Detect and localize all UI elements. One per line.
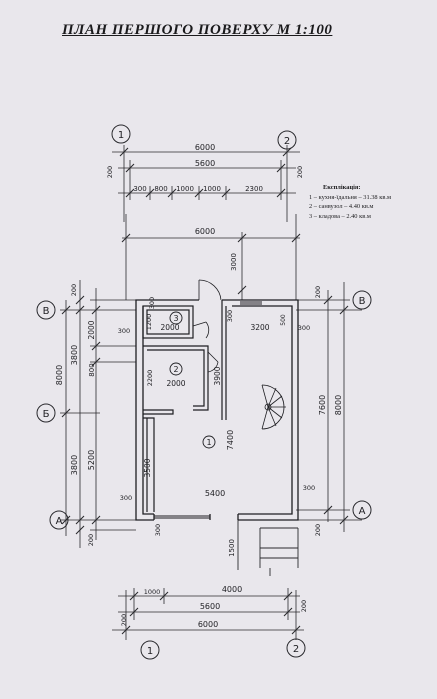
dimension-label: 800 xyxy=(154,185,167,193)
dimension-label: 2000 xyxy=(160,323,179,332)
exterior-walls xyxy=(135,299,299,521)
axis-label: В xyxy=(359,296,366,307)
dimension-label: 1000 xyxy=(203,185,221,193)
top-dimension-lines xyxy=(112,145,300,222)
dimension-label: 5400 xyxy=(205,489,225,498)
dimension-label: 300 xyxy=(120,494,132,502)
front-steps xyxy=(237,520,299,576)
axis-label: 2 xyxy=(284,136,290,147)
legend-item: 1 – кухня-їдальня – 31.38 кв.м xyxy=(309,193,391,201)
room-marker-3 xyxy=(169,311,183,325)
dimension-label: 5200 xyxy=(87,450,96,470)
storage-door xyxy=(192,321,210,339)
axis-label: В xyxy=(43,306,50,317)
dimension-label: 300 xyxy=(303,484,315,492)
dimension-label: 3800 xyxy=(70,455,79,475)
room-legend: Експлікація: 1 – кухня-їдальня – 31.38 к… xyxy=(309,183,431,221)
dimension-label: 2000 xyxy=(87,320,96,339)
dimension-label: 6000 xyxy=(195,143,215,152)
dimension-label: 6000 xyxy=(198,620,218,629)
top-dimension-ticks xyxy=(119,147,292,198)
axis-marker-2-bottom xyxy=(286,638,306,658)
bottom-dimension-ticks xyxy=(121,591,301,635)
axis-marker-v-left xyxy=(36,300,56,320)
axis-label: А xyxy=(359,506,366,517)
dimension-label: 8000 xyxy=(334,395,343,415)
dimension-label: 200 xyxy=(87,534,95,546)
legend-item: 3 – кладова – 2.40 кв.м xyxy=(309,212,371,220)
right-dimension-lines xyxy=(296,282,362,532)
axis-label: 1 xyxy=(147,646,153,657)
room-marker-1 xyxy=(202,435,216,449)
axis-marker-2-top xyxy=(277,130,297,150)
top-window xyxy=(240,301,262,305)
axis-marker-v-right xyxy=(352,290,372,310)
dimension-label: 4000 xyxy=(222,585,242,594)
upper-dimension-lines xyxy=(122,214,300,300)
dimension-label: 7600 xyxy=(318,395,327,415)
axis-marker-a-right xyxy=(352,500,372,520)
axis-marker-1-bottom xyxy=(140,640,160,660)
room-marker-2 xyxy=(169,362,183,376)
dimension-label: 3200 xyxy=(250,323,269,332)
left-dimension-lines xyxy=(60,280,136,548)
room-number: 1 xyxy=(206,438,211,447)
dimension-label: 200 xyxy=(120,614,128,626)
dimension-label: 200 xyxy=(296,166,304,178)
interior-walls xyxy=(142,300,227,512)
dimension-label: 3500 xyxy=(143,458,152,477)
dimension-label: 3900 xyxy=(213,366,222,385)
dimension-label: 2200 xyxy=(146,370,154,387)
dimension-label: 200 xyxy=(106,166,114,178)
right-dimension-ticks xyxy=(323,295,349,525)
axis-label: Б xyxy=(43,409,50,420)
dimension-label: 5600 xyxy=(200,602,220,611)
spiral-staircase xyxy=(261,384,286,430)
bathroom-door xyxy=(207,351,219,373)
axis-marker-b-left xyxy=(36,403,56,423)
entry-door xyxy=(198,279,222,301)
dimension-label: 300 xyxy=(133,185,146,193)
dimension-label: 1000 xyxy=(144,588,161,596)
dimension-label: 300 xyxy=(148,297,156,309)
plan-title: ПЛАН ПЕРШОГО ПОВЕРХУ М 1:100 xyxy=(62,22,333,38)
bottom-dimension-lines xyxy=(112,588,304,640)
dimension-label: 3800 xyxy=(70,345,79,365)
dimension-label: 500 xyxy=(280,314,287,326)
axis-marker-a-left xyxy=(49,510,69,530)
bottom-window xyxy=(154,515,210,519)
dimension-label: 200 xyxy=(300,600,308,612)
dimension-label: 6000 xyxy=(195,227,215,236)
dimension-label: 300 xyxy=(226,310,234,322)
room-number: 2 xyxy=(173,365,178,374)
dimension-label: 1200 xyxy=(145,314,153,331)
dimension-label: 300 xyxy=(154,524,162,536)
dimension-label: 2300 xyxy=(245,185,263,193)
axis-marker-1-top xyxy=(111,124,131,144)
dimension-label: 200 xyxy=(314,524,322,536)
dimension-label: 8000 xyxy=(55,365,64,385)
legend-heading: Експлікація: xyxy=(323,184,361,191)
upper-dimension-ticks xyxy=(121,233,301,295)
dimension-label: 1000 xyxy=(176,185,194,193)
dimension-label: 3000 xyxy=(230,253,238,271)
dimension-label: 800 xyxy=(88,363,96,376)
dimension-label: 1500 xyxy=(228,539,236,557)
left-dimension-ticks xyxy=(61,295,101,535)
dimension-label: 7400 xyxy=(226,430,235,450)
room-number: 3 xyxy=(173,314,178,323)
axis-label: 1 xyxy=(118,130,124,141)
dimension-label: 300 xyxy=(118,327,130,335)
dimension-label: 5600 xyxy=(195,159,215,168)
axis-label: А xyxy=(56,516,63,527)
dimension-label: 2000 xyxy=(166,379,185,388)
dimension-label: 200 xyxy=(70,284,78,296)
axis-label: 2 xyxy=(293,644,299,655)
legend-item: 2 – санвузол – 4.40 кв.м xyxy=(309,203,374,210)
dimension-label: 300 xyxy=(298,324,310,332)
dimension-label: 200 xyxy=(314,286,322,298)
